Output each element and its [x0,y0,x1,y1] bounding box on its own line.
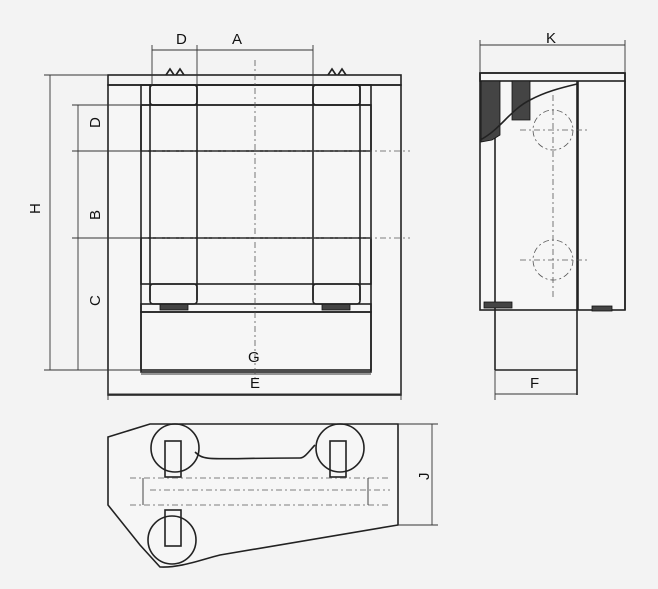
front-dimensions [44,45,402,400]
label-g: G [248,349,260,366]
label-d-top: D [176,31,187,48]
label-f: F [530,375,539,392]
label-k: K [546,30,556,47]
label-a: A [232,31,242,48]
label-d-side: D [87,117,104,128]
top-view [107,423,438,568]
label-b: B [87,210,104,220]
front-view [100,60,410,396]
label-j: J [416,473,433,481]
side-dimensions [479,40,626,400]
label-c: C [87,295,104,306]
side-view [479,72,626,395]
label-e: E [250,375,260,392]
label-h: H [27,203,44,214]
